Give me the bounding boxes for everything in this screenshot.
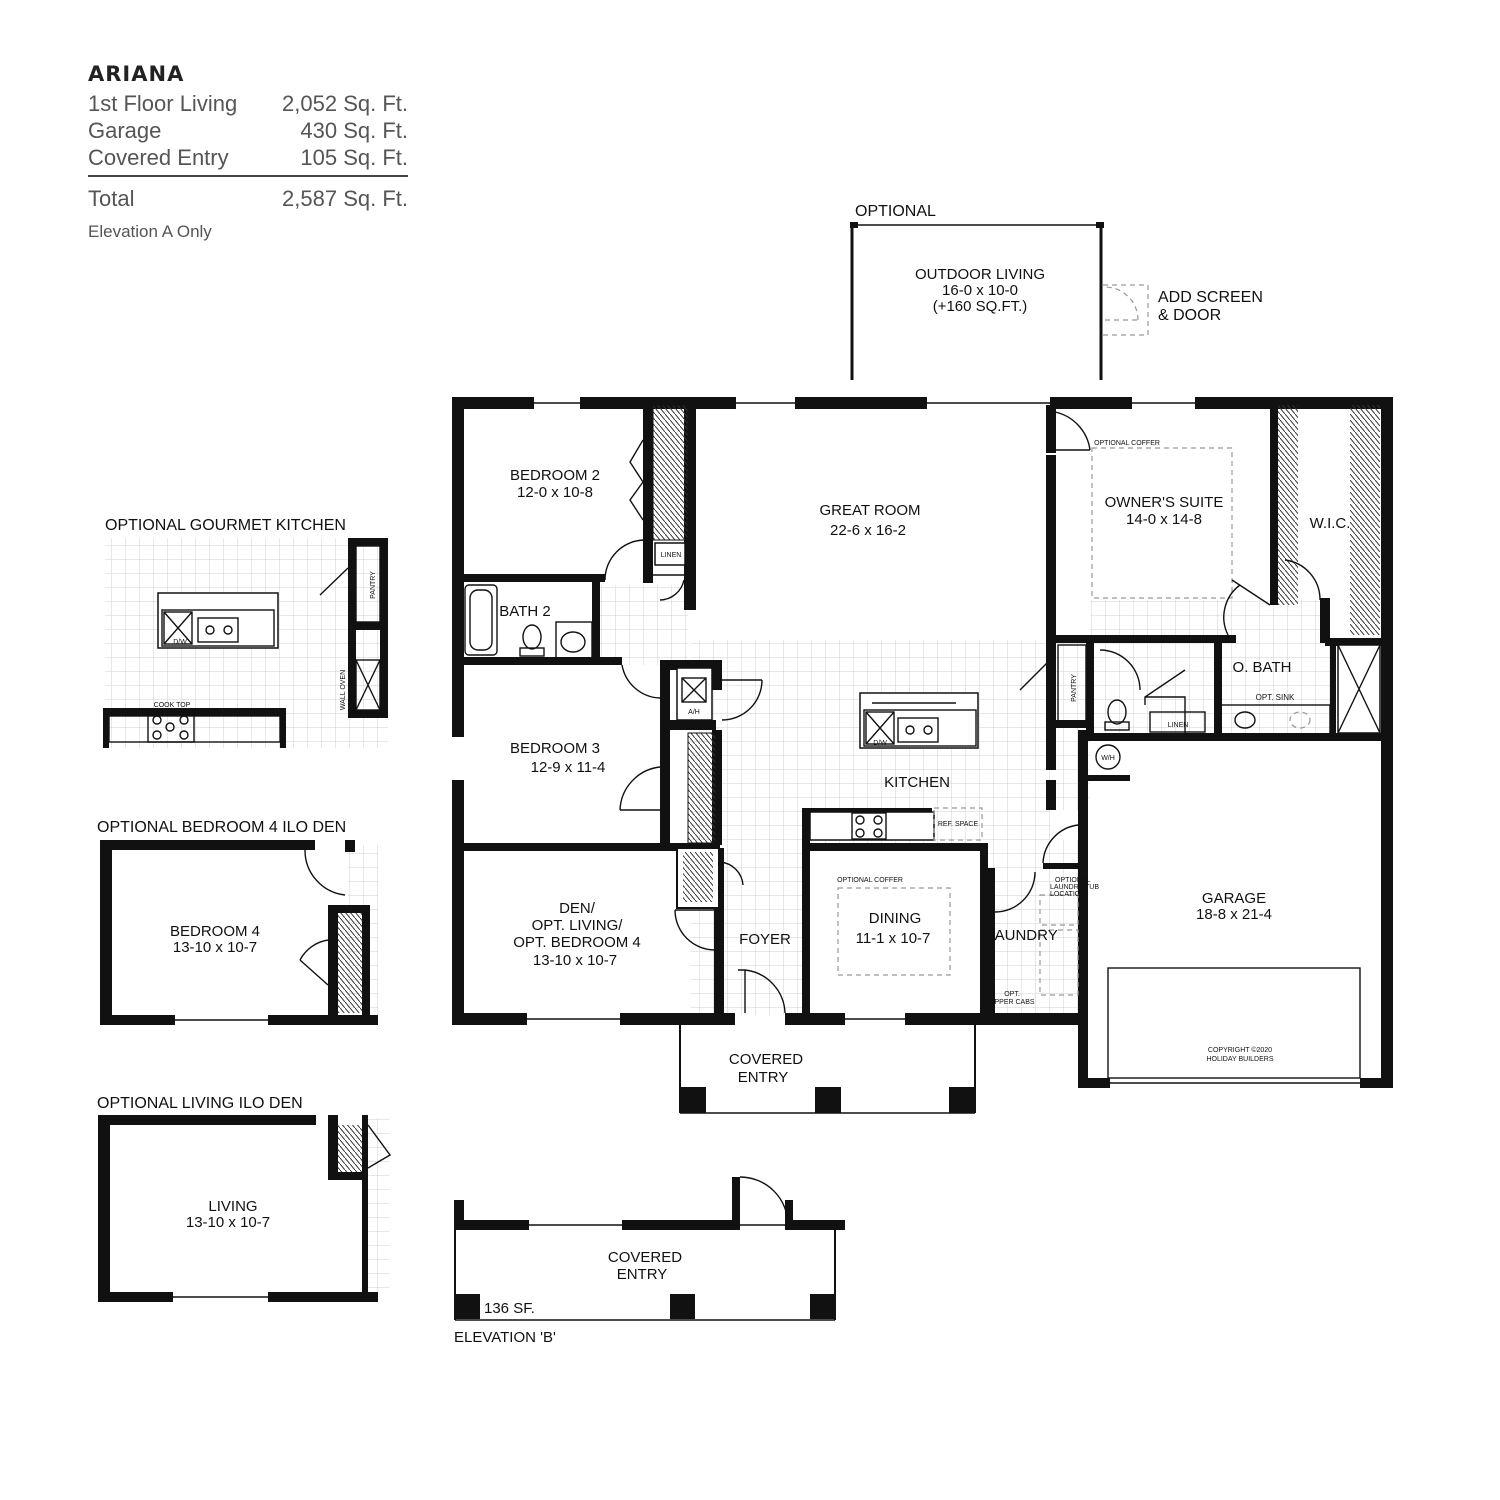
main-floor-plan: LINEN A/H [452,397,1393,1114]
cook-top-label: COOK TOP [154,702,191,709]
elevation-b-caption: ELEVATION 'B' [454,1329,556,1346]
elevation-b-line2: ENTRY [617,1266,668,1283]
dining-coffer-label: OPTIONAL COFFER [837,877,903,884]
gourmet-dw-label: D/W [173,639,187,646]
laundry-label: LAUNDRY [986,927,1057,944]
bedroom3-dims: 12-9 x 11-4 [531,759,606,776]
bedroom3-name: BEDROOM 3 [510,740,600,757]
bedroom2-dims: 12-0 x 10-8 [517,484,593,501]
covered-entry-line2: ENTRY [738,1069,789,1086]
bedroom4-dims: 13-10 x 10-7 [173,939,257,956]
outdoor-living-name: OUTDOOR LIVING [915,266,1045,283]
covered-entry-line1: COVERED [729,1051,803,1068]
ref-space-label: REF. SPACE [938,821,979,828]
outdoor-optional-heading: OPTIONAL [855,203,936,220]
living-option-title: OPTIONAL LIVING ILO DEN [97,1095,303,1112]
copyright-line2: HOLIDAY BUILDERS [1206,1056,1273,1063]
obath-label: O. BATH [1233,659,1292,676]
owners-suite-name: OWNER'S SUITE [1105,494,1224,511]
elevation-b-line1: COVERED [608,1249,682,1266]
add-door-label: & DOOR [1158,307,1221,324]
optional-gourmet-kitchen: OPTIONAL GOURMET KITCHEN PANTRY WALL OVE… [103,517,388,748]
kitchen-label: KITCHEN [884,774,950,791]
suite-coffer-label: OPTIONAL COFFER [1094,440,1160,447]
den-line2: OPT. LIVING/ [532,917,624,934]
den-line3: OPT. BEDROOM 4 [513,934,641,951]
gourmet-kitchen-title: OPTIONAL GOURMET KITCHEN [105,517,346,534]
elevation-note: Elevation A Only [88,222,212,241]
copyright-line1: COPYRIGHT ©2020 [1208,1046,1272,1054]
add-screen-label: ADD SCREEN [1158,289,1263,306]
plan-name: ARIANA [88,62,185,86]
wall-oven-label: WALL OVEN [340,670,347,710]
bedroom2-name: BEDROOM 2 [510,467,600,484]
bedroom4-option-title: OPTIONAL BEDROOM 4 ILO DEN [97,819,346,836]
garage-name: GARAGE [1202,890,1266,907]
owners-suite-dims: 14-0 x 14-8 [1126,511,1202,528]
optional-bedroom4: OPTIONAL BEDROOM 4 ILO DEN BEDROOM 4 13-… [97,819,378,1025]
upper-cabs-line1: OPT. [1004,991,1020,998]
elevation-b-entry: COVERED ENTRY 136 SF. ELEVATION 'B' [454,1176,845,1346]
den-dims: 13-10 x 10-7 [533,952,617,969]
laundry-tub-line2: LAUNDRY TUB [1050,884,1099,891]
opt-sink-label: OPT. SINK [1256,693,1295,702]
wh-label: W/H [1101,755,1115,762]
pantry-label: PANTRY [1071,674,1078,702]
living-name: LIVING [208,1198,257,1215]
linen-label: LINEN [661,552,682,559]
dw-label: D/W [873,740,887,747]
garage-dims: 18-8 x 21-4 [1196,906,1272,923]
total-divider [88,175,408,177]
upper-cabs-line2: UPPER CABS [989,999,1034,1006]
outdoor-living-dims: 16-0 x 10-0 [942,282,1018,299]
elevation-b-area: 136 SF. [484,1300,535,1317]
optional-outdoor-living: OPTIONAL OUTDOOR LIVING 16-0 x 10-0 (+16… [850,203,1263,380]
outdoor-living-extra: (+160 SQ.FT.) [933,298,1028,315]
linen2-label: LINEN [1168,722,1189,729]
living-dims: 13-10 x 10-7 [186,1214,270,1231]
bath2-label: BATH 2 [499,603,550,620]
foyer-label: FOYER [739,931,791,948]
laundry-tub-line1: OPTIONAL [1055,877,1091,884]
laundry-tub-line3: LOCATION [1050,891,1085,898]
dining-dims: 11-1 x 10-7 [856,930,931,947]
ah-label: A/H [688,709,700,716]
bedroom4-name: BEDROOM 4 [170,923,260,940]
den-line1: DEN/ [559,900,596,917]
optional-living: OPTIONAL LIVING ILO DEN LIVING 13-10 x 1… [97,1095,392,1302]
great-room-dims: 22-6 x 16-2 [830,522,906,539]
dining-name: DINING [869,910,922,927]
great-room-name: GREAT ROOM [819,502,920,519]
gourmet-pantry-label: PANTRY [370,571,377,599]
wic-label: W.I.C. [1310,515,1351,532]
